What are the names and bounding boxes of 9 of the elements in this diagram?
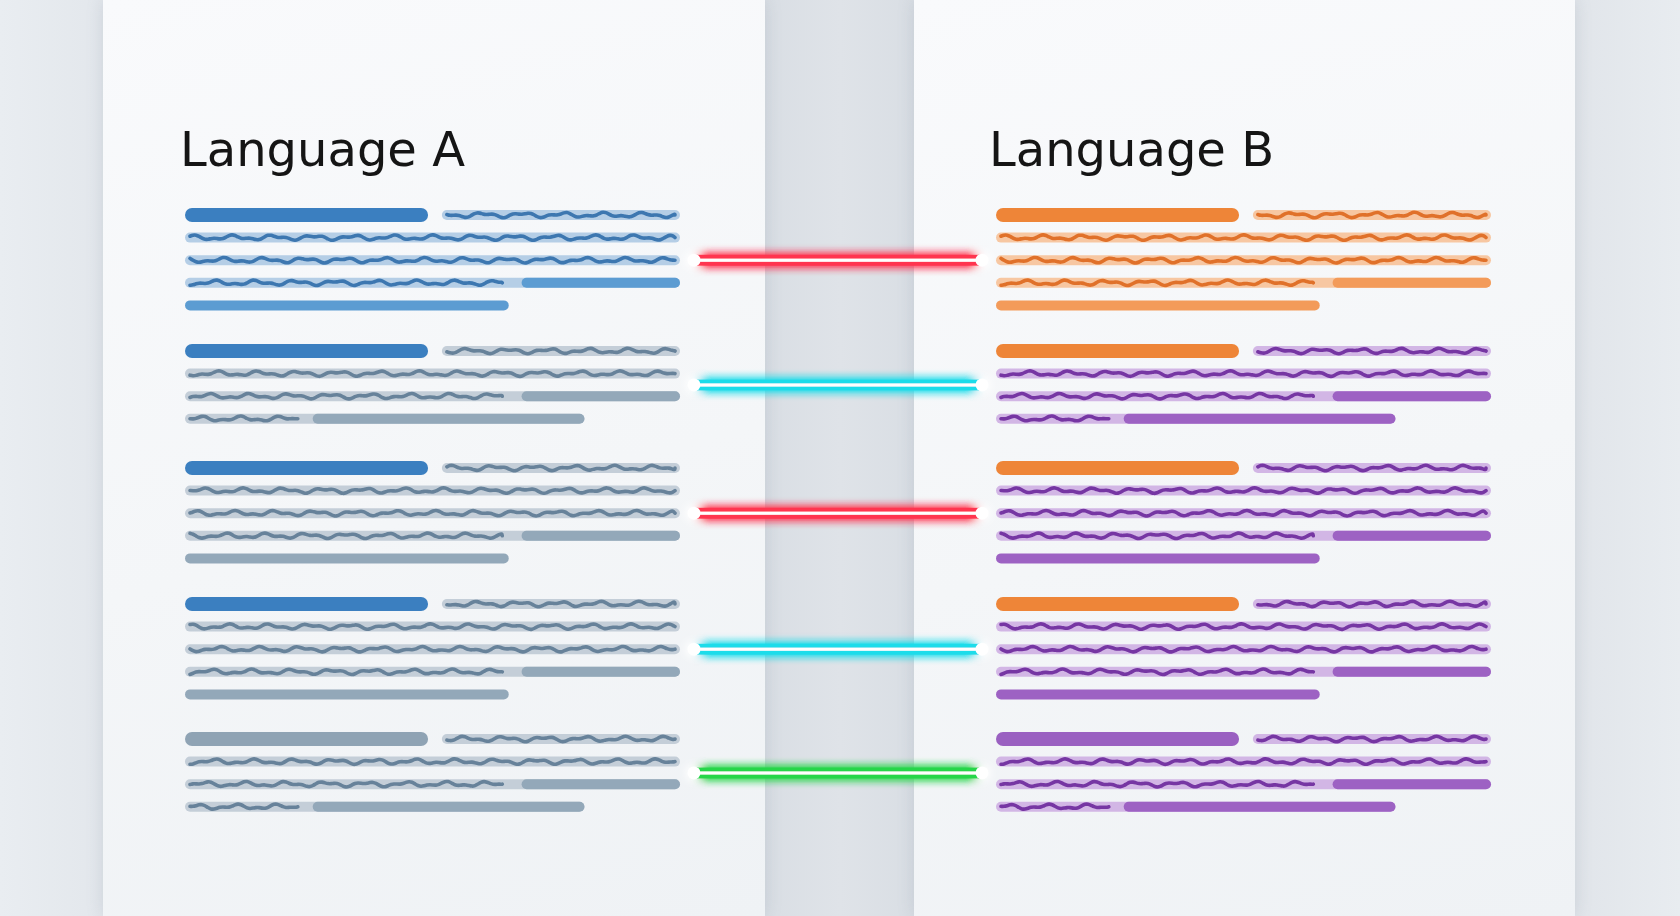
document-page <box>103 0 765 916</box>
glowing-connector-line <box>687 253 989 267</box>
document-page <box>914 0 1575 916</box>
glowing-connector-line <box>687 378 989 392</box>
glowing-connector-line <box>687 642 989 656</box>
glowing-connector-line <box>687 766 989 780</box>
glowing-connector-line <box>687 506 989 520</box>
page-title: Language A <box>180 124 465 174</box>
page-title: Language B <box>989 124 1275 174</box>
